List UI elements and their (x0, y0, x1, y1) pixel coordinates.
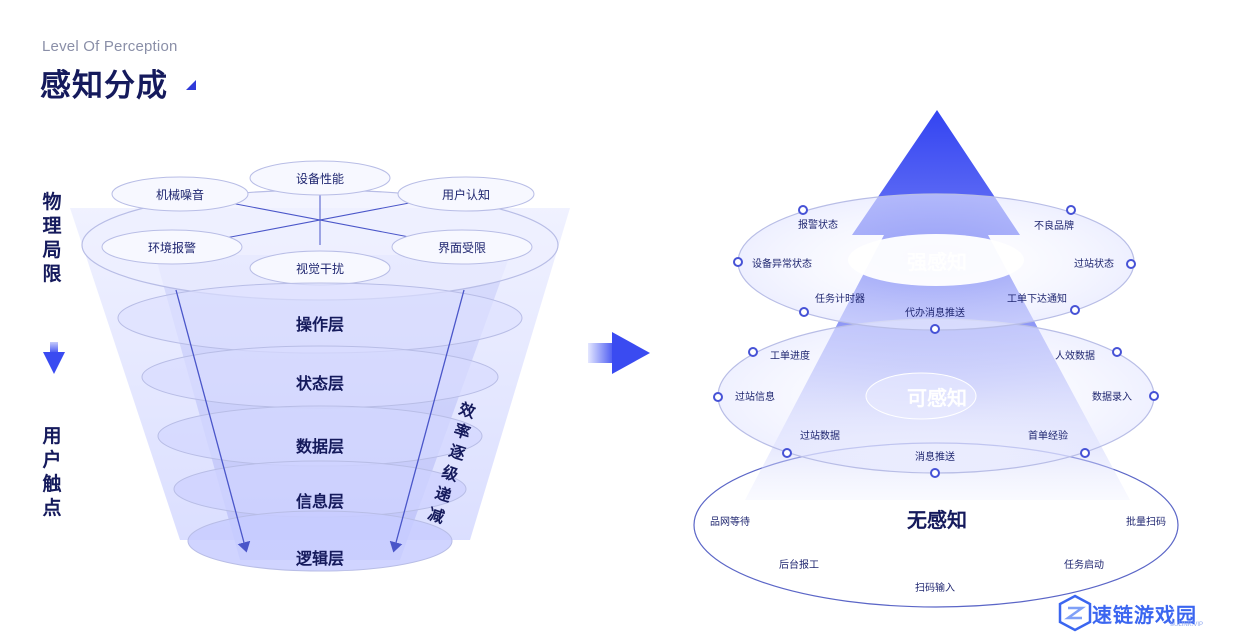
efficiency-char: 递 (433, 483, 454, 506)
top-item: 环境报警 (148, 240, 196, 255)
efficiency-char: 减 (426, 504, 447, 527)
medium-item: 消息推送 (915, 450, 955, 463)
none-item: 后台报工 (779, 558, 819, 571)
medium-item: 工单进度 (770, 349, 810, 362)
transition-arrow-icon (588, 332, 650, 374)
no-perception-title: 无感知 (907, 508, 967, 532)
medium-item: 数据录入 (1092, 390, 1132, 403)
layer-label: 信息层 (296, 492, 344, 511)
top-item: 用户认知 (442, 187, 490, 202)
strong-perceive-core (848, 234, 1024, 286)
strong-item: 工单下达通知 (1007, 292, 1067, 305)
watermark-logo-icon (1058, 594, 1092, 632)
medium-item: 首单经验 (1028, 429, 1068, 442)
page-subtitle: Level Of Perception (42, 38, 178, 55)
strong-items: 报警状态 不良品牌 设备异常状态 过站状态 任务计时器 代办消息推送 工单下达通… (733, 205, 1136, 334)
efficiency-label: 效 率 逐 级 递 减 (426, 399, 478, 527)
funnel-arrow-right (389, 289, 465, 553)
none-item: 任务启动 (1064, 558, 1104, 571)
page-title: 感知分成 (40, 68, 168, 104)
layer-label: 状态层 (296, 374, 344, 393)
none-item: 扫码输入 (915, 581, 955, 594)
funnel-arrow-left (175, 289, 251, 553)
top-item: 界面受限 (438, 241, 486, 255)
physical-limit-label: 物理局限 (42, 191, 62, 285)
layer-label: 逻辑层 (296, 549, 344, 568)
strong-item: 设备异常状态 (752, 257, 812, 270)
user-touchpoint-label: 用户触点 (42, 425, 62, 519)
watermark-sub: SULINK.VIP (1170, 622, 1204, 628)
watermark: 速链游戏园 SULINK.VIP (1058, 594, 1203, 632)
layer-label: 操作层 (296, 315, 344, 334)
strong-item: 报警状态 (798, 218, 838, 231)
none-items: 品网等待 批量扫码 后台报工 任务启动 扫码输入 (710, 515, 1166, 594)
strong-item: 代办消息推送 (905, 306, 965, 319)
strong-perceive-title: 强感知 (907, 250, 967, 274)
none-item: 批量扫码 (1126, 515, 1166, 528)
top-item: 设备性能 (296, 172, 344, 186)
watermark-name: 速链游戏园 (1092, 602, 1197, 627)
top-item: 机械噪音 (156, 187, 204, 202)
layer-label: 数据层 (296, 437, 344, 456)
efficiency-char: 逐 (447, 441, 468, 464)
top-item: 视觉干扰 (296, 261, 344, 276)
medium-items: 工单进度 人效数据 过站信息 数据录入 过站数据 首单经验 消息推送 (713, 347, 1159, 478)
strong-item: 任务计时器 (815, 292, 865, 305)
efficiency-char: 率 (452, 420, 473, 443)
none-item: 品网等待 (710, 515, 750, 528)
can-perceive-core (865, 372, 977, 420)
down-arrow-icon (43, 342, 65, 374)
can-perceive-title: 可感知 (907, 386, 967, 410)
strong-item: 不良品牌 (1034, 219, 1074, 232)
efficiency-char: 效 (457, 399, 478, 422)
strong-item: 过站状态 (1074, 257, 1114, 270)
medium-item: 人效数据 (1055, 349, 1095, 362)
title-corner-icon (186, 80, 196, 90)
medium-item: 过站信息 (735, 390, 775, 403)
layers: 操作层 状态层 数据层 信息层 逻辑层 (117, 282, 523, 572)
efficiency-char: 级 (440, 462, 462, 485)
top-items: 设备性能 机械噪音 用户认知 环境报警 界面受限 视觉干扰 (101, 160, 535, 286)
medium-item: 过站数据 (800, 429, 840, 442)
